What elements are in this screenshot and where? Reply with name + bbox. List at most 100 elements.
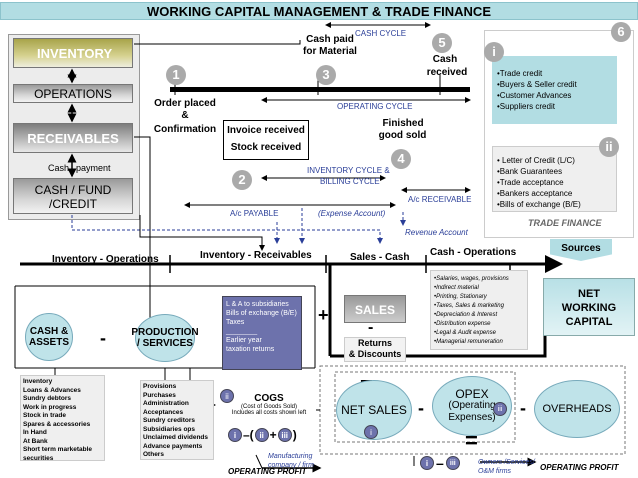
cash-fund-line1: CASH / FUND [34,183,112,197]
step-6-badge: 6 [611,22,631,42]
revenue-account-label: Revenue Account [405,228,468,237]
operating-profit-label-1: OPERATING PROFIT [228,467,307,476]
expense-account-label: (Expense Account) [318,209,386,218]
production-circle: PRODUCTION / SERVICES [131,314,199,362]
list-item: •Taxes, Sales & marketing [434,303,504,309]
trade-credit-box: •Trade credit•Buyers & Seller credit•Cus… [492,56,617,124]
opex-line3: Expenses) [448,412,496,423]
list-item: Purchases [143,391,176,399]
trade-finance-label: TRADE FINANCE [528,218,602,228]
confirmation-label: Confirmation [153,124,217,135]
ac-receivable-label: A/c RECEIVABLE [408,195,472,204]
list-item: •Salaries, wages, provisions [434,276,509,282]
roman-ii-badge-cogs: ii [220,389,234,403]
received-label: received [426,67,468,78]
list-item: Sundry debtors [23,395,72,402]
net-sales-i-badge: i [364,425,378,439]
cash-assets-line1: CASH & [29,326,69,337]
step-1-badge: 1 [166,65,186,85]
formula-close: ) [292,428,297,442]
opex-line1: OPEX [455,387,489,401]
roman-ii-badge: ii [599,137,619,157]
order-placed-label: Order placed [154,98,216,109]
bank-credit-box: • Letter of Credit (L/C) •Bank Guarantees… [492,146,617,212]
minus-sign-4: - [520,398,526,418]
flow-inventory-operations: Inventory - Operations [52,254,159,265]
inventory-box: INVENTORY [13,38,133,68]
step-2-badge: 2 [232,170,252,190]
for-material-label: for Material [303,46,357,57]
cash-paid-label: Cash paid [306,34,354,45]
list-item: • Letter of Credit (L/C) [497,156,575,165]
formula-minus: –( [243,428,254,442]
formula2-i: i [420,456,434,470]
list-item: Sundry creditors [143,417,196,424]
bank-credit-list: • Letter of Credit (L/C) •Bank Guarantees… [497,155,616,210]
finished-label: Finished [382,118,424,129]
flow-cash-operations: Cash - Operations [430,247,517,258]
good-sold-label: good sold [378,130,427,141]
owners-label: Owners /Services/ O&M firms [478,458,535,476]
list-item: taxation returns [226,346,275,353]
operations-box: OPERATIONS [13,84,133,103]
list-item: •Depreciation & Interest [434,312,498,318]
operating-profit-label-2: OPERATING PROFIT [540,463,619,472]
owners-line1: Owners /Services/ [478,459,535,466]
list-item: Work in progress [23,403,77,411]
list-item: Provisions [143,383,177,390]
list-item: Loans & Advances [23,386,81,394]
list-item: Spares & accessories [23,420,91,428]
step-5-badge: 5 [432,33,452,53]
minus-sign-3: - [418,398,424,418]
list-item: Others [143,451,164,458]
net-working-capital-box: NET WORKING CAPITAL [543,278,635,336]
operating-cycle-label: OPERATING CYCLE [337,102,413,111]
list-item: Earlier year [226,337,262,344]
formula-plus: + [269,428,277,442]
list-item: Administration [143,400,189,407]
list-item: Unclaimed dividends [143,434,209,441]
cash-label: Cash [48,163,70,173]
amp-label: & [181,110,189,121]
equals-sign-2: = [465,428,478,453]
list-item: •Distribution expense [434,321,491,327]
billing-cycle-label: BILLING CYCLE [320,177,380,186]
list-item: •Managerial remuneration [434,339,503,345]
list-item: L & A to subsidiaries [226,301,289,308]
invoice-received: Invoice received [227,125,305,136]
cash-label-2: Cash [432,54,458,65]
nwc-line3: CAPITAL [565,316,613,328]
cogs-label: COGS [254,393,284,404]
list-item: •Buyers & Seller credit [497,80,577,89]
list-item: Taxes [226,319,245,326]
step-3-badge: 3 [316,65,336,85]
cogs-block: COGS (Cost of Goods Sold) Includes all c… [225,393,313,416]
trade-finance-panel [484,30,634,238]
expenses-list: •Salaries, wages, provisions•Indirect ma… [434,275,524,347]
invoice-stock-box: Invoice received Stock received [223,120,309,160]
opex-formula: i –( – iii [420,455,460,471]
list-item: •Bills of exchange (B/E) [497,200,581,209]
sales-box: SALES [344,295,406,323]
manufacturing-line1: Manufacturing [268,453,313,460]
manufacturing-line2: company / firm [268,462,314,469]
list-item: Inventory [23,378,53,385]
cash-assets-line2: ASSETS [28,337,69,348]
list-item: Stock in trade [23,412,66,419]
manufacturing-label: Manufacturing company / firm [268,452,314,470]
cash-cycle-label: CASH CYCLE [355,29,407,38]
roman-i-badge: i [484,42,504,62]
list-item: •Legal & Audit expense [434,330,496,336]
step-4-badge: 4 [391,149,411,169]
list-item: •Bank Guarantees [497,167,563,176]
cash-fund-box: CASH / FUND /CREDIT [13,178,133,214]
list-item: In Hand [23,429,47,436]
opex-iii-badge: iii [493,402,507,416]
minus-sign-1: - [100,328,106,348]
cash-fund-line2: /CREDIT [49,197,97,211]
inventory-cycle-label: INVENTORY CYCLE & [307,166,390,175]
expenses-box: •Salaries, wages, provisions•Indirect ma… [430,270,528,350]
cogs-sub2: Includes all costs shown left [231,410,307,416]
production-line1: PRODUCTION [131,327,199,338]
